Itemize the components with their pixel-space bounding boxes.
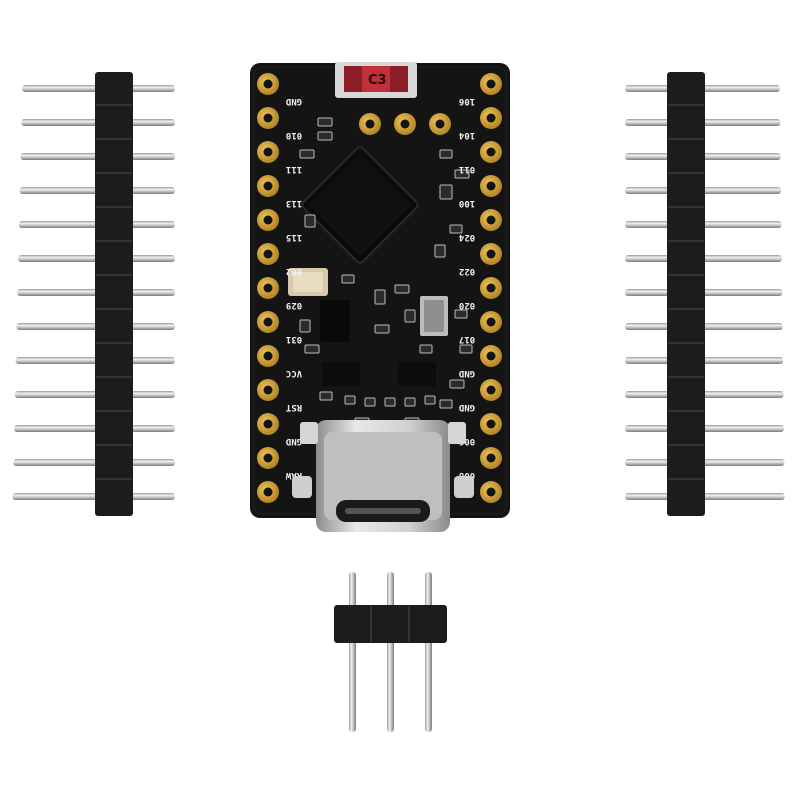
smd-component [304,214,316,228]
pin-label: GND [285,436,302,446]
smd-component [364,397,376,407]
header-pin [13,459,176,466]
smd-component [384,397,396,407]
smd-component [299,149,315,159]
pin-label: 113 [286,198,302,208]
pin-label: 010 [286,130,302,140]
smd-component [439,184,453,200]
smd-component [454,169,470,179]
smd-component [404,397,416,407]
smd-component [374,289,386,305]
smd-component [319,391,333,401]
pin-label: 029 [286,300,302,310]
right-header-plastic [667,72,705,516]
smd-component [459,344,473,354]
pin-label: GND [458,368,475,378]
smd-component [449,379,465,389]
left-pin-header [12,72,176,516]
three-pin-header-plastic [334,605,447,643]
main-chip [301,146,419,264]
c3-label-chip: C3 [335,62,417,98]
pin-label: 008 [459,470,475,480]
smd-component [424,395,436,405]
smd-component [404,309,416,323]
usb-c-connector [292,420,474,532]
smd-component [454,309,468,319]
microcontroller-board: C3 GND010111113115002029031VCCRSTGNDRAW … [250,62,510,532]
pin-label: 024 [458,232,475,242]
pin-label: 031 [286,334,302,344]
pin-label: VCC [286,368,302,378]
board-label: C3 [368,73,387,88]
pin-label: RST [285,402,302,412]
pin-label: 020 [459,300,475,310]
transistor-left [322,362,360,386]
smd-component [434,244,446,258]
header-pin [387,572,394,732]
left-header-plastic [95,72,133,516]
smd-component [394,284,410,294]
pin-label: 022 [459,266,475,276]
smd-component [439,399,453,409]
smd-component [317,131,333,141]
smd-component [374,324,390,334]
pin-label: GND [458,402,475,412]
transistor-right [398,362,436,386]
right-pin-header [625,72,785,516]
smd-component [341,274,355,284]
pin-label: 106 [459,96,475,106]
header-pin [425,572,432,732]
pin-label: 006 [459,436,475,446]
pin-label: 100 [459,198,475,208]
header-pin [14,425,175,432]
smd-component [419,344,433,354]
header-pin [12,493,176,500]
smd-component [299,319,311,333]
pin-label: 011 [459,164,475,174]
pin-label: 115 [286,232,302,242]
three-pin-header [334,572,447,732]
smd-component [344,395,356,405]
pin-label: 104 [458,130,475,140]
smd-component [317,117,333,127]
pin-label: 111 [286,164,302,174]
header-pin [349,572,356,732]
pin-label: GND [285,96,302,106]
pin-label: 017 [459,334,475,344]
voltage-regulator [320,300,350,342]
smd-component [439,149,453,159]
top-pads [359,113,451,135]
smd-component [304,344,320,354]
pin-label: 002 [286,266,302,276]
header-pin [14,391,175,398]
pin-label: RAW [285,470,302,480]
smd-component [449,224,463,234]
